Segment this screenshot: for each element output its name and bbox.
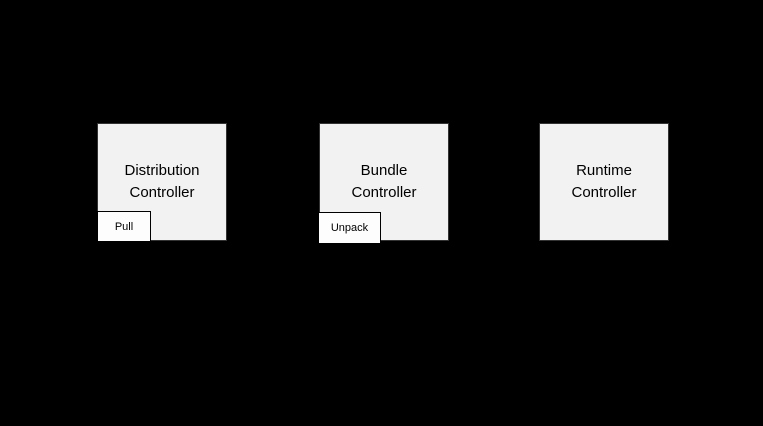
node-title-runtime-controller: Runtime Controller — [571, 160, 636, 204]
badge-pull: Pull — [97, 211, 151, 242]
badge-unpack: Unpack — [318, 212, 381, 244]
node-title-line: Distribution — [124, 162, 200, 179]
node-title-distribution-controller: Distribution Controller — [124, 160, 199, 204]
node-title-line: Controller — [571, 184, 637, 201]
node-title-line: Controller — [129, 184, 195, 201]
node-runtime-controller: Runtime Controller — [539, 123, 669, 241]
node-title-bundle-controller: Bundle Controller — [351, 160, 416, 204]
badge-label: Unpack — [330, 222, 369, 234]
node-title-line: Controller — [351, 184, 417, 201]
node-title-line: Runtime — [576, 162, 632, 179]
node-title-line: Bundle — [360, 162, 408, 179]
badge-label: Pull — [114, 220, 134, 233]
